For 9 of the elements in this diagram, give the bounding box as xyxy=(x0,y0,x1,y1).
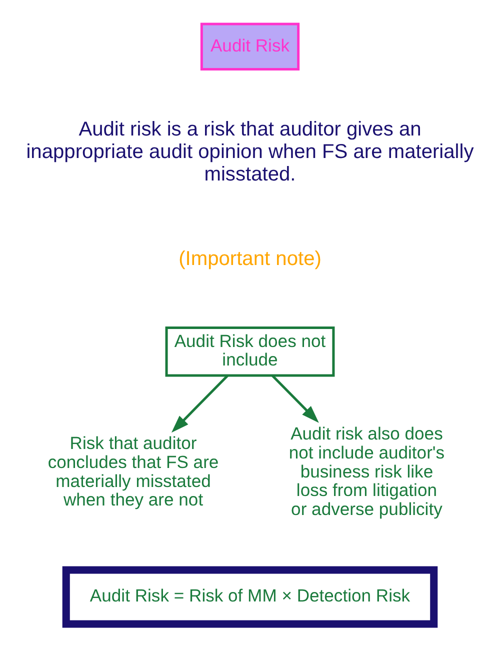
node-box: Audit Risk does not include xyxy=(165,326,335,376)
node-text: Audit risk also does not include auditor's business risk like loss from litigation or adverse publicity xyxy=(288,423,445,519)
arrow xyxy=(272,374,319,422)
arrow xyxy=(171,374,228,432)
label: (Important note) xyxy=(178,247,322,270)
label: Audit risk is a risk that auditor gives an inappropriate audit opinion when FS are materially misstated. xyxy=(26,118,474,186)
node-box: Audit Risk xyxy=(200,22,300,70)
node-box: Audit Risk = Risk of MM × Detection Risk xyxy=(62,566,438,628)
node-text: Risk that auditor concludes that FS are materially misstated when they are not xyxy=(48,432,219,510)
